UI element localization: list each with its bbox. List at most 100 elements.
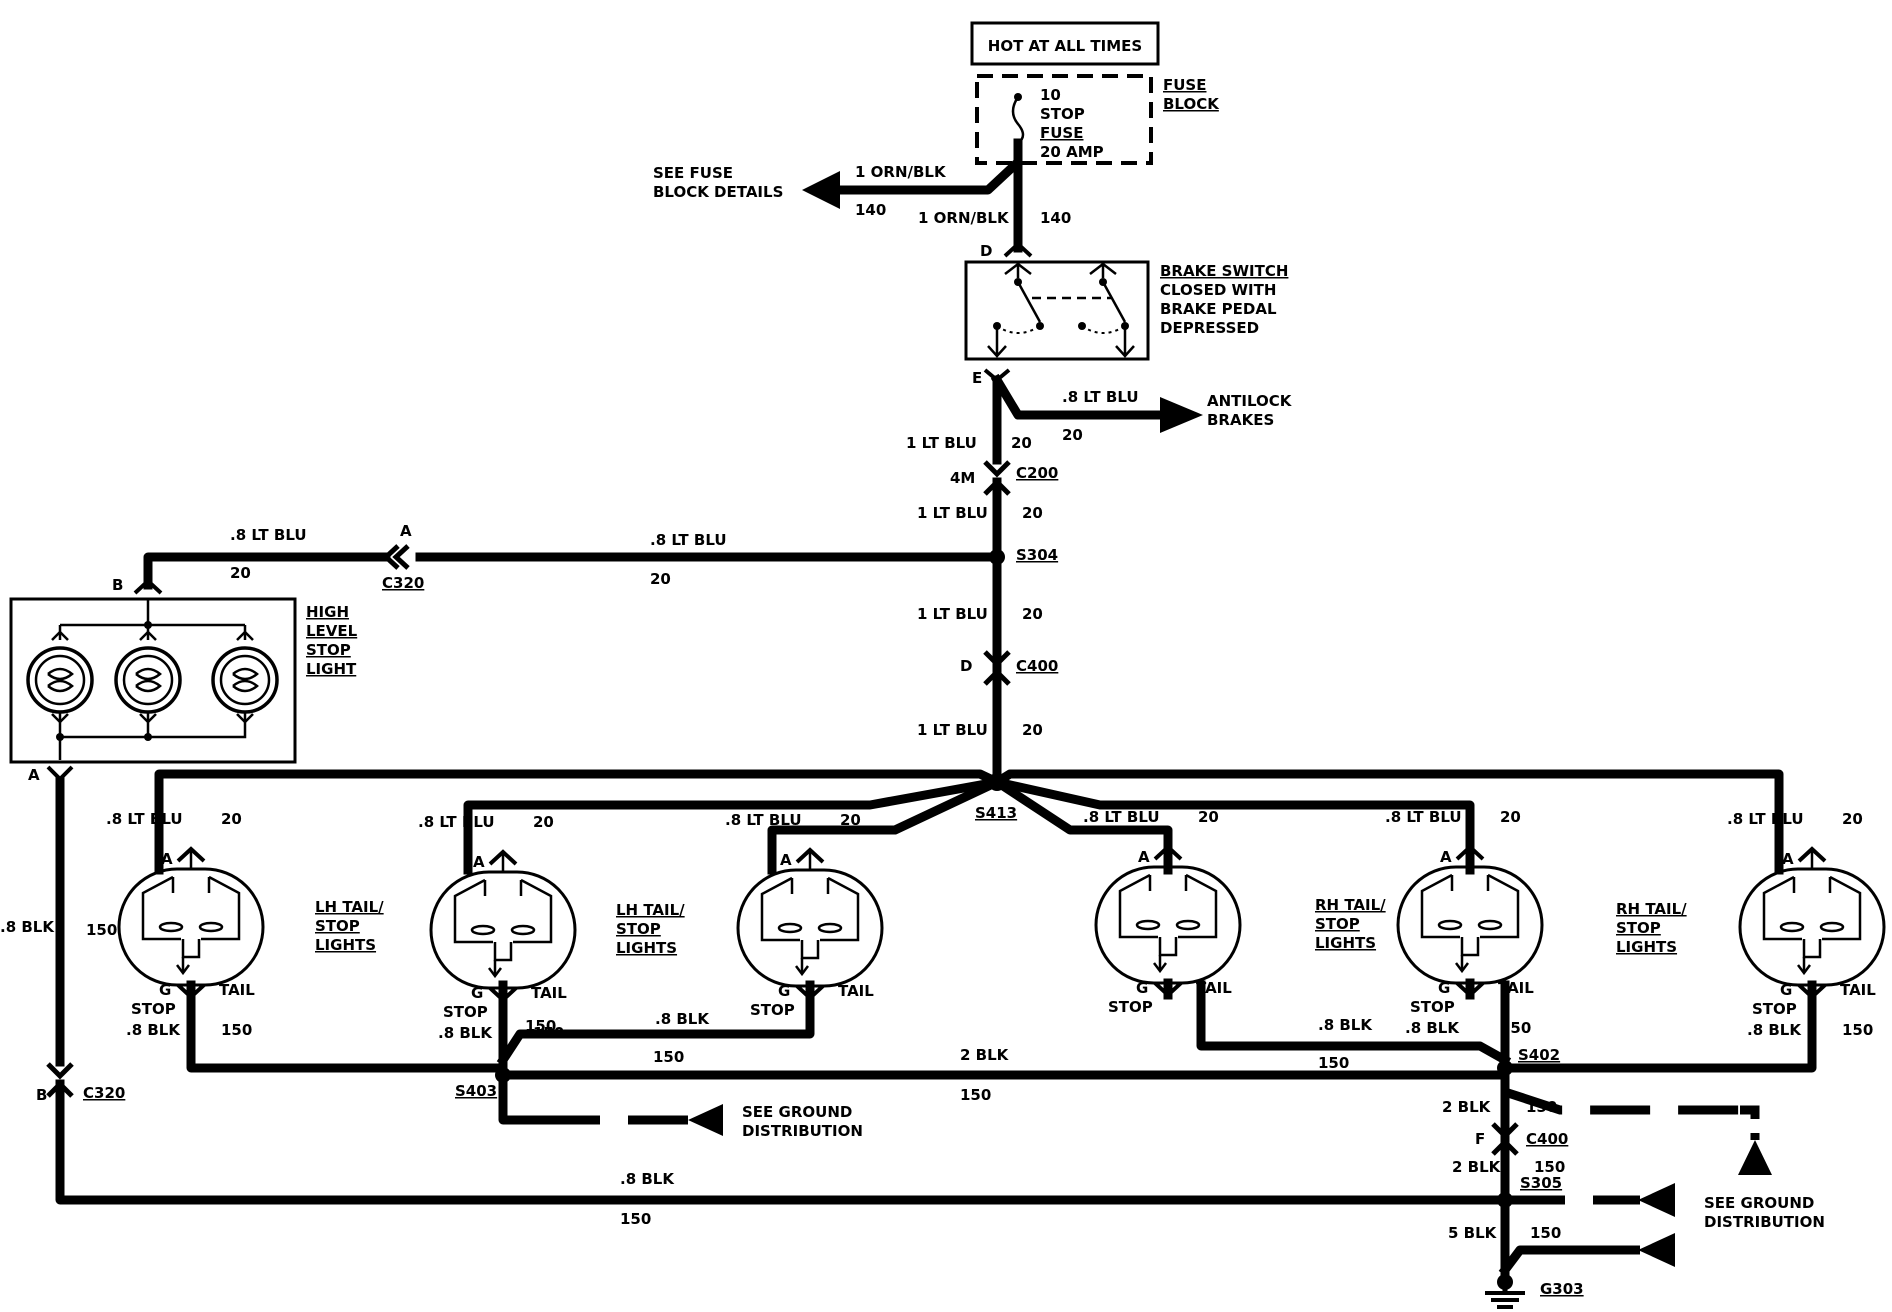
lamp-5-pin-g: G bbox=[1438, 979, 1450, 997]
wire-fuse-details bbox=[830, 138, 1023, 195]
lamp-2-symbol-icon bbox=[429, 870, 577, 990]
lamp-1-pin-g: G bbox=[159, 981, 171, 999]
s403-circuit-label: 150 bbox=[653, 1048, 684, 1066]
feed-wire-label: 1 ORN/BLK bbox=[918, 209, 1010, 227]
lamp-group-3-label-1: RH TAIL/ bbox=[1315, 896, 1386, 914]
c400-top-pin: D bbox=[960, 657, 972, 675]
high-level-connector-a-icon bbox=[46, 765, 74, 782]
fuse-details-label-1: SEE FUSE bbox=[653, 164, 733, 182]
fuse-block-label-1: FUSE bbox=[1163, 76, 1206, 94]
g303-arrow-icon bbox=[1638, 1233, 1675, 1267]
s304-name: S304 bbox=[1016, 546, 1058, 564]
antilock-label-2: BRAKES bbox=[1207, 411, 1274, 429]
c320-bottom-connector-top-icon bbox=[46, 1062, 74, 1080]
lamp-3-wire: .8 LT BLU bbox=[725, 811, 802, 829]
fuse-element-icon bbox=[1011, 96, 1025, 145]
lamp-group-1-label-3: LIGHTS bbox=[315, 936, 376, 954]
high-level-bulbs-icon bbox=[26, 599, 279, 760]
high-level-pin-a: A bbox=[28, 766, 40, 784]
c320-connector-right-icon bbox=[392, 544, 410, 570]
right-jumper-circuit-label: 150 bbox=[1318, 1054, 1349, 1072]
lamp-1-gwire: .8 BLK bbox=[126, 1021, 181, 1039]
lamp-6-wire: .8 LT BLU bbox=[1727, 810, 1804, 828]
lamp-1-gcircuit: 150 bbox=[221, 1021, 252, 1039]
lamp-group-4-label-3: LIGHTS bbox=[1616, 938, 1677, 956]
s305-ground-arrow-icon bbox=[1638, 1183, 1675, 1217]
lamp-3-symbol-icon bbox=[736, 868, 884, 988]
c200-connector-top-icon bbox=[983, 460, 1011, 478]
c200-wire-above: 1 LT BLU bbox=[906, 434, 977, 452]
s403-see-ground-2: DISTRIBUTION bbox=[742, 1122, 863, 1140]
lamp-group-2-label-1: LH TAIL/ bbox=[616, 901, 685, 919]
brake-switch-label-3: BRAKE PEDAL bbox=[1160, 300, 1277, 318]
c400-bottom-name: C400 bbox=[1526, 1130, 1568, 1148]
s403-name: S403 bbox=[455, 1082, 497, 1100]
c400-top-circuit-below: 20 bbox=[1022, 721, 1043, 739]
high-level-label-4: LIGHT bbox=[306, 660, 357, 678]
brake-switch-label-2: CLOSED WITH bbox=[1160, 281, 1276, 299]
brake-switch-pin-e: E bbox=[972, 369, 982, 387]
lamp-6-symbol-icon bbox=[1738, 867, 1886, 987]
brake-switch-pin-d: D bbox=[980, 242, 992, 260]
c320-circuit-left: 20 bbox=[230, 564, 251, 582]
c400-top-connector-top-icon bbox=[983, 650, 1011, 668]
lamp-4-pin-g: G bbox=[1136, 979, 1148, 997]
c400-top-wire-above: 1 LT BLU bbox=[917, 605, 988, 623]
lamp-1-tail: TAIL bbox=[219, 981, 255, 999]
high-level-label-3: STOP bbox=[306, 641, 351, 659]
antilock-arrow-icon bbox=[1160, 397, 1203, 433]
lamp-6-circuit: 20 bbox=[1842, 810, 1863, 828]
lamp-2-pin-a: A bbox=[473, 853, 485, 871]
antilock-circuit: 20 bbox=[1062, 426, 1083, 444]
s402-ground-dashed-wire bbox=[1503, 1087, 1740, 1115]
s402-name: S402 bbox=[1518, 1046, 1560, 1064]
lamp-2-pin-g: G bbox=[471, 984, 483, 1002]
fuse-details-label-2: BLOCK DETAILS bbox=[653, 183, 783, 201]
lamp-4-stop: STOP bbox=[1108, 998, 1153, 1016]
s413-name: S413 bbox=[975, 804, 1017, 822]
lamp-6-gwire: .8 BLK bbox=[1747, 1021, 1802, 1039]
brake-switch-body bbox=[964, 260, 1150, 361]
c200-name: C200 bbox=[1016, 464, 1058, 482]
lamp-4-symbol-icon bbox=[1094, 865, 1242, 985]
ground-symbol-icon bbox=[1485, 1282, 1525, 1309]
c400-top-connector-bottom-icon bbox=[983, 668, 1011, 686]
s403-splice bbox=[495, 1067, 511, 1083]
main-ground-wire-label: 2 BLK bbox=[960, 1046, 1010, 1064]
lamp-2-wire: .8 LT BLU bbox=[418, 813, 495, 831]
c200-pin: 4M bbox=[950, 469, 975, 487]
lamp-6-tail: TAIL bbox=[1840, 981, 1876, 999]
c400-bottom-wire-above: 2 BLK bbox=[1442, 1098, 1492, 1116]
high-level-connector-b-icon bbox=[133, 578, 163, 595]
antilock-wire: .8 LT BLU bbox=[1062, 388, 1139, 406]
brake-switch-connector-d-icon bbox=[1003, 241, 1033, 258]
lamp-2-stop: STOP bbox=[443, 1003, 488, 1021]
right-jumper-wire-label: .8 BLK bbox=[1318, 1016, 1373, 1034]
antilock-label-1: ANTILOCK bbox=[1207, 392, 1293, 410]
high-level-stop-light-body bbox=[9, 597, 297, 764]
c320-bottom-wire: .8 BLK bbox=[620, 1170, 675, 1188]
lamp-3-pin-g: G bbox=[778, 982, 790, 1000]
g303-circuit: 150 bbox=[1530, 1224, 1561, 1242]
wire-antilock bbox=[990, 373, 1170, 420]
lamp-1-symbol-icon bbox=[117, 867, 265, 987]
fuse-block-label-2: BLOCK bbox=[1163, 95, 1220, 113]
fuse-name-1: STOP bbox=[1040, 105, 1085, 123]
c200-circuit-below: 20 bbox=[1022, 504, 1043, 522]
lamp-group-2-label-2: STOP bbox=[616, 920, 661, 938]
fuse-details-wire: 1 ORN/BLK bbox=[855, 163, 947, 181]
lamp-3-tail: TAIL bbox=[838, 982, 874, 1000]
lamp-group-1-label-1: LH TAIL/ bbox=[315, 898, 384, 916]
c400-top-circuit-above: 20 bbox=[1022, 605, 1043, 623]
lamp-1-pin-a: A bbox=[161, 850, 173, 868]
c400-bottom-connector-bottom-icon bbox=[1491, 1138, 1519, 1156]
lamp-4-pin-a: A bbox=[1138, 848, 1150, 866]
lamp-group-4-label-1: RH TAIL/ bbox=[1616, 900, 1687, 918]
brake-switch-label-4: DEPRESSED bbox=[1160, 319, 1259, 337]
c320-top-pin: A bbox=[400, 522, 412, 540]
s403-ground-arrow-icon bbox=[688, 1104, 723, 1136]
lamp-group-1-label-2: STOP bbox=[315, 917, 360, 935]
